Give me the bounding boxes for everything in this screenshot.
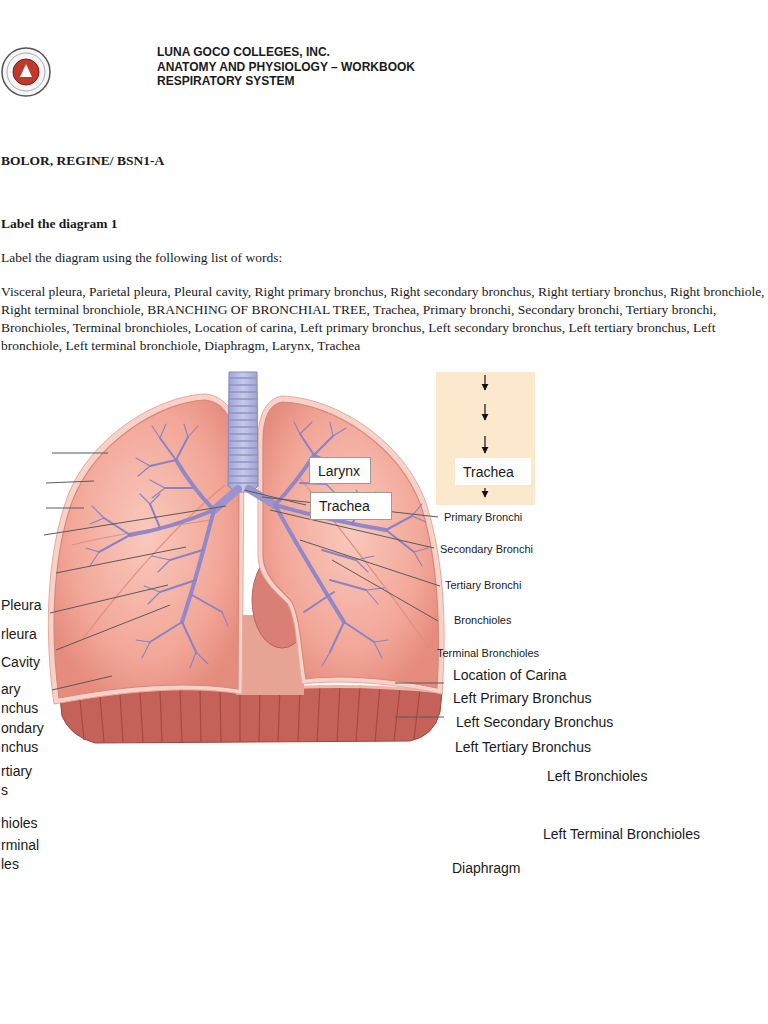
- cropped-label: Cavity: [1, 654, 40, 670]
- part-label: Left Primary Bronchus: [453, 690, 592, 706]
- part-label: Primary Bronchi: [444, 511, 522, 523]
- trachea: [228, 372, 258, 492]
- word-list: Visceral pleura, Parietal pleura, Pleura…: [1, 283, 765, 355]
- leader-line: [50, 585, 168, 613]
- cropped-label: rtiary s: [1, 762, 32, 800]
- college-logo: [2, 48, 50, 96]
- cropped-label: rminal les: [1, 836, 39, 874]
- part-label: Diaphragm: [452, 860, 520, 876]
- flow-panel: [436, 372, 535, 505]
- label-box: Larynx: [309, 457, 371, 484]
- box-label: Trachea: [319, 498, 370, 514]
- box-label: Larynx: [318, 463, 360, 479]
- student-name: BOLOR, REGINE/ BSN1-A: [1, 153, 164, 169]
- leader-line: [244, 490, 306, 505]
- cropped-label: ary nchus: [1, 680, 38, 718]
- leader-line: [46, 508, 84, 509]
- lung-fissures: [72, 478, 430, 650]
- cropped-label: rleura: [1, 626, 37, 642]
- instruction: Label the diagram using the following li…: [1, 250, 282, 266]
- label-box: Trachea: [310, 492, 392, 520]
- cropped-label: Pleura: [1, 597, 41, 613]
- box-label: Trachea: [463, 464, 514, 480]
- tertiary-bronchi: [99, 434, 414, 652]
- leader-line: [395, 717, 444, 718]
- bronchioles: [86, 422, 428, 668]
- part-label: Left Terminal Bronchioles: [543, 826, 700, 842]
- logo-seal: [13, 59, 39, 85]
- part-label: Left Secondary Bronchus: [456, 714, 613, 730]
- unit-title: RESPIRATORY SYSTEM: [157, 74, 295, 88]
- leader-line: [56, 605, 170, 650]
- tracheal-rings: [229, 378, 258, 483]
- leader-line: [52, 453, 108, 454]
- course-title: ANATOMY AND PHYSIOLOGY – WORKBOOK: [157, 60, 415, 74]
- leader-line: [300, 540, 440, 586]
- leader-line: [332, 560, 438, 621]
- part-label: Terminal Bronchioles: [437, 647, 539, 659]
- logo-ring: [7, 53, 45, 91]
- flow-arrow: [484, 404, 485, 420]
- left-lung: [263, 402, 438, 688]
- part-label: Tertiary Bronchi: [445, 579, 521, 591]
- logo-emblem: [20, 64, 32, 77]
- flow-arrow: [484, 488, 485, 497]
- worksheet-title: Label the diagram 1: [1, 216, 118, 232]
- logo-ring: [2, 48, 50, 96]
- leader-line: [395, 683, 444, 684]
- cropped-label: ondary nchus: [1, 719, 44, 757]
- leader-line: [52, 676, 112, 690]
- leader-line: [56, 547, 186, 573]
- leader-line: [44, 506, 226, 535]
- part-label: Secondary Bronchi: [440, 543, 533, 555]
- flow-box: Trachea: [455, 458, 531, 485]
- cropped-label: hioles: [1, 815, 38, 831]
- part-label: Location of Carina: [453, 667, 567, 683]
- parietal-pleura: [48, 394, 244, 704]
- parietal-pleura: [258, 396, 444, 694]
- part-label: Left Bronchioles: [547, 768, 647, 784]
- flow-arrow: [484, 436, 485, 453]
- flow-arrow: [484, 375, 485, 390]
- secondary-bronchi: [130, 455, 386, 622]
- leader-lines: [44, 453, 444, 717]
- part-label: Left Tertiary Bronchus: [455, 739, 591, 755]
- right-lung: [54, 400, 239, 698]
- part-label: Bronchioles: [454, 614, 511, 626]
- college-name: LUNA GOCO COLLEGES, INC.: [157, 45, 330, 59]
- leader-line: [46, 481, 94, 483]
